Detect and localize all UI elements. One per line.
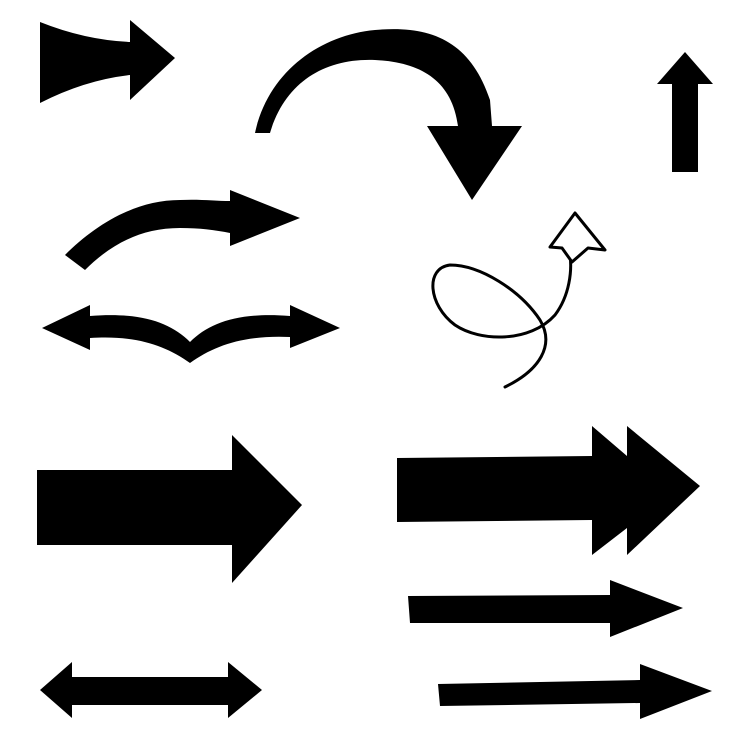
- double-headed-arrow-icon: [40, 662, 262, 718]
- tapered-arrow-right-icon: [438, 664, 712, 719]
- arrow-up-icon: [657, 52, 713, 172]
- block-arrow-right-icon: [37, 435, 302, 583]
- curved-arrow-right-icon: [65, 190, 300, 270]
- fast-forward-arrow-icon: [397, 426, 700, 555]
- curved-arrow-down-icon: [255, 29, 522, 200]
- thin-arrow-right-icon: [408, 580, 683, 637]
- flared-tail-arrow-right-icon: [40, 20, 175, 103]
- double-headed-wing-arrow-icon: [42, 305, 340, 363]
- loop-arrow-icon: [431, 211, 607, 389]
